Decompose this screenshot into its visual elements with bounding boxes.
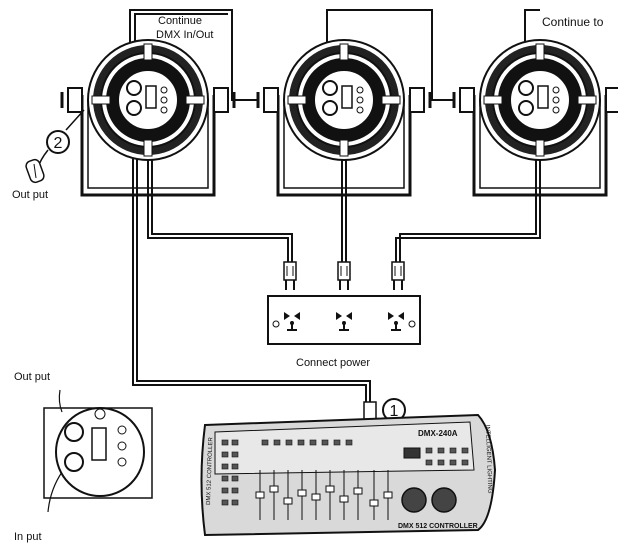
power-strip <box>267 295 421 345</box>
step-2-marker: 2 <box>37 109 85 169</box>
dmx-controller: DMX-240A DMX 512 CONTROLLER INTELLIGENT … <box>200 413 497 537</box>
controller-faders <box>255 470 393 520</box>
controller-buttons <box>221 439 469 506</box>
connector-inset: Out put In put <box>14 371 153 543</box>
inset-output-label: Out put <box>14 371 50 383</box>
controller-left-edge-text: DMX 512 CONTROLLER <box>206 437 214 506</box>
controller-model-label: DMX-240A <box>418 429 458 438</box>
plug-2-icon <box>337 261 351 291</box>
controller-right-edge-text: INTELLIGENT LIGHTING <box>484 425 492 494</box>
joystick-right-icon <box>431 487 457 513</box>
terminator-plug-icon <box>25 158 45 184</box>
inset-input-label: In put <box>14 531 42 543</box>
joystick-left-icon <box>401 487 427 513</box>
dmx-to-controller-cable <box>132 110 371 402</box>
step-1-number: 1 <box>390 403 399 420</box>
continue-dmx-label-line1: Continue <box>158 15 202 27</box>
continue-dmx-label-line2: DMX In/Out <box>156 29 213 41</box>
connect-power-label: Connect power <box>296 357 370 369</box>
output-label: Out put <box>12 189 48 201</box>
controller-bottom-text: DMX 512 CONTROLLER <box>398 523 478 530</box>
controller-display <box>403 447 421 459</box>
continue-to-label: Continue to <box>542 15 604 29</box>
step-2-number: 2 <box>54 135 63 152</box>
plug-3-icon <box>391 261 405 291</box>
fixture-2-icon <box>256 38 432 197</box>
plug-1-icon <box>283 261 297 291</box>
